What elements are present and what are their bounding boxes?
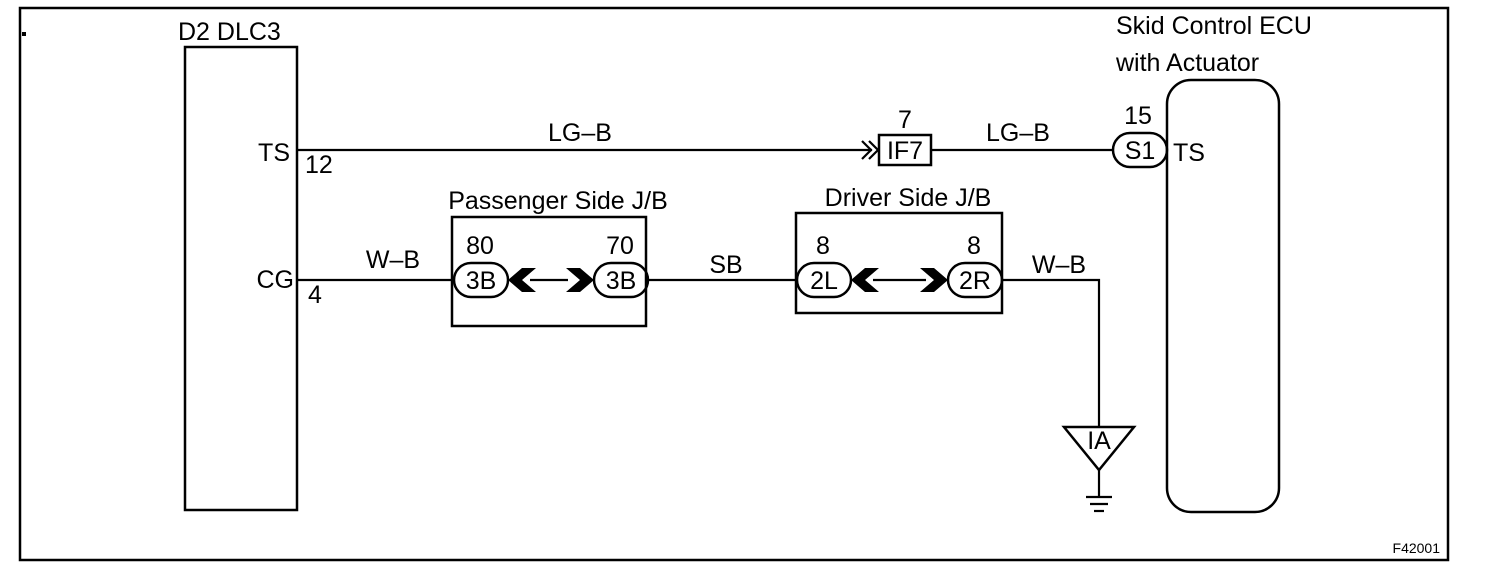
wire-label-if7-to-ecu: LG–B <box>986 119 1050 147</box>
dlc3-ts-pin: 12 <box>305 151 333 179</box>
driver-jb-left-arrow-icon <box>851 268 879 292</box>
ground-point-label: IA <box>1087 427 1111 455</box>
figure-code: F42001 <box>1393 540 1441 556</box>
corner-mark <box>22 32 26 36</box>
dlc3-cg-pin: 4 <box>308 281 322 309</box>
dlc3-block: D2 DLC3 TS 12 CG 4 <box>178 18 333 512</box>
passenger-jb-left-connector: 3B <box>466 267 497 295</box>
dlc3-title: D2 DLC3 <box>178 18 281 46</box>
driver-jb-right-connector: 2R <box>959 267 991 295</box>
dlc3-body <box>183 45 299 512</box>
ecu-body <box>1165 78 1281 514</box>
wire-label-pjb-to-djb: SB <box>709 251 742 279</box>
passenger-jb-title: Passenger Side J/B <box>448 187 668 215</box>
driver-jb-left-pin: 8 <box>816 232 830 260</box>
ecu-title-line2: with Actuator <box>1115 49 1259 77</box>
wire-label-djb-to-ground: W–B <box>1032 251 1086 279</box>
ground-point: IA <box>1061 425 1137 513</box>
ground-symbol-icon <box>1086 495 1112 513</box>
passenger-jb-left-pin: 80 <box>466 232 494 260</box>
dlc3-cg-terminal: CG <box>257 266 295 294</box>
ecu-connector: S1 <box>1125 137 1156 165</box>
driver-jb-box <box>794 211 1004 315</box>
ecu-pin: 15 <box>1124 102 1152 130</box>
driver-jb-right-pin: 8 <box>967 232 981 260</box>
ecu-terminal: TS <box>1173 139 1205 167</box>
ecu-title-line1: Skid Control ECU <box>1116 12 1312 40</box>
driver-jb-title: Driver Side J/B <box>825 184 992 212</box>
passenger-jb-right-arrow-icon <box>566 268 594 292</box>
ecu-block: Skid Control ECU with Actuator 15 S1 TS <box>1111 12 1312 514</box>
ecu-connector-oval <box>1111 131 1169 169</box>
diagram-frame <box>18 6 1450 562</box>
wire-label-cg-to-pjb: W–B <box>366 246 420 274</box>
passenger-jb-right-connector: 3B <box>606 267 637 295</box>
connector-if7: 7 IF7 <box>877 106 933 167</box>
passenger-jb: Passenger Side J/B 80 70 3B 3B <box>448 187 668 328</box>
passenger-jb-left-arrow-icon <box>508 268 536 292</box>
if7-label: IF7 <box>887 137 923 165</box>
wire-djb-to-ground <box>1002 278 1101 428</box>
driver-jb: Driver Side J/B 8 8 2L 2R <box>794 184 1004 315</box>
passenger-jb-right-pin: 70 <box>606 232 634 260</box>
dlc3-ts-terminal: TS <box>258 139 290 167</box>
wire-label-ts-to-if7: LG–B <box>548 119 612 147</box>
driver-jb-left-connector: 2L <box>810 267 838 295</box>
driver-jb-right-arrow-icon <box>920 268 948 292</box>
ground-point-triangle <box>1061 425 1137 472</box>
if7-pin: 7 <box>898 106 912 134</box>
